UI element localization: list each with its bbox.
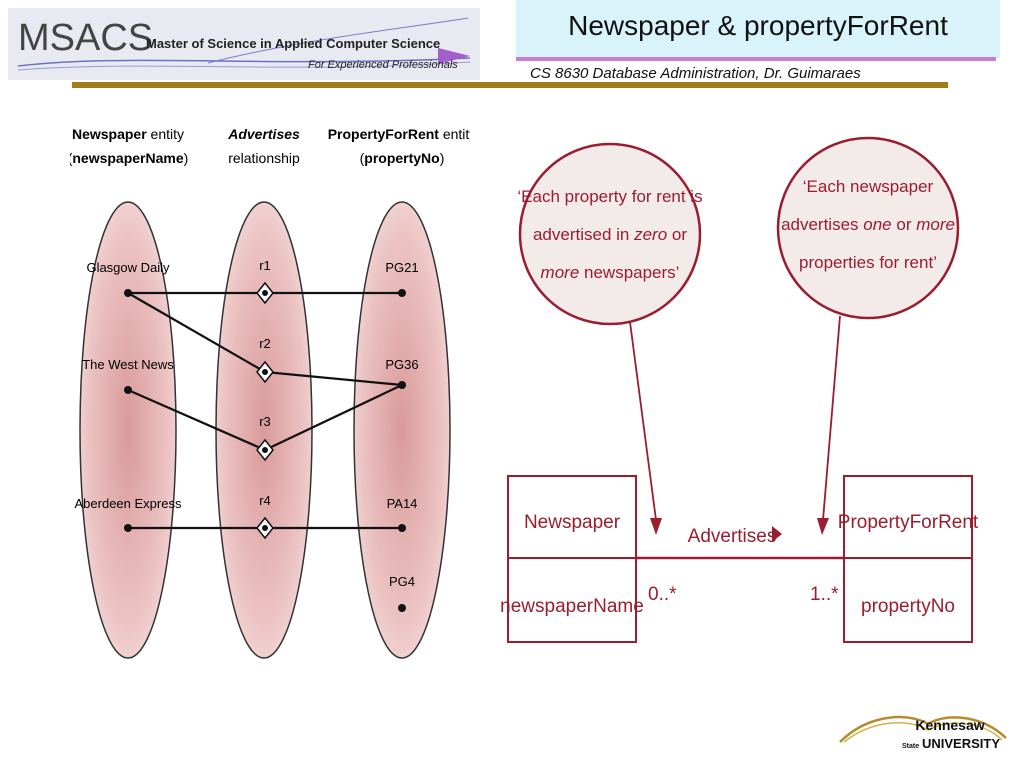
heading-newspaper-key: (newspaperName) xyxy=(70,150,188,166)
heading-advertises: Advertises xyxy=(227,126,300,142)
relationship-label: r2 xyxy=(259,336,271,351)
property-label: PG4 xyxy=(389,574,415,589)
university-logo: Kennesaw State UNIVERSITY xyxy=(839,715,1007,751)
newspaper-ellipse xyxy=(79,201,177,659)
svg-text:advertises one or more: advertises one or more xyxy=(781,215,955,234)
university-line1: Kennesaw xyxy=(915,717,984,733)
logo-letters: MSACS xyxy=(18,17,153,59)
newspaper-label: Glasgow Daily xyxy=(86,260,170,275)
class-name-propertyforrent: PropertyForRent xyxy=(838,512,979,533)
callout-left-text: ‘Each property for rent is advertised in… xyxy=(517,187,702,282)
heading-property-key: (propertyNo) xyxy=(360,150,445,166)
property-dot xyxy=(398,289,406,297)
callout-arrowhead-right xyxy=(817,518,829,535)
newspaper-dot xyxy=(124,386,132,394)
callout-circle-left xyxy=(518,142,702,326)
newspaper-label: The West News xyxy=(82,357,174,372)
course-info: CS 8630 Database Administration, Dr. Gui… xyxy=(530,65,861,82)
slide-title: Newspaper & propertyForRent xyxy=(568,10,948,41)
link-line xyxy=(127,292,266,373)
title-banner xyxy=(516,0,1000,58)
relationship-diamonds xyxy=(256,281,274,540)
callout-arrow-left xyxy=(629,321,657,521)
multiplicity-property: 1..* xyxy=(810,584,839,605)
callout-arrow-right xyxy=(822,315,841,521)
link-lines xyxy=(127,291,403,530)
gold-divider xyxy=(72,82,948,88)
msacs-logo: MSACS Master of Science in Applied Compu… xyxy=(8,8,480,80)
mountain-icon xyxy=(839,715,1007,743)
svg-text:advertised in zero or: advertised in zero or xyxy=(533,225,687,244)
multiplicity-newspaper: 0..* xyxy=(648,584,677,605)
university-line2: UNIVERSITY xyxy=(922,736,1000,751)
callout-arrowhead-left xyxy=(650,518,662,535)
heading-relationship: relationship xyxy=(228,150,300,166)
link-line xyxy=(264,384,403,451)
association-name: Advertises xyxy=(688,526,777,547)
link-line xyxy=(127,388,266,452)
property-ellipse xyxy=(353,201,451,659)
heading-newspaper: Newspaper entity xyxy=(72,126,184,142)
program-tagline: For Experienced Professionals xyxy=(308,59,458,71)
property-dot xyxy=(398,604,406,612)
attribute-propertyno: propertyNo xyxy=(861,596,955,617)
advertises-ellipse xyxy=(215,201,313,659)
relationship-label: r3 xyxy=(259,414,271,429)
association-direction-icon xyxy=(772,526,782,542)
link-line xyxy=(264,370,403,387)
program-name: Master of Science in Applied Computer Sc… xyxy=(146,36,440,51)
callout-right-text: ‘Each newspaper advertises one or more p… xyxy=(781,177,955,272)
property-dot xyxy=(398,381,406,389)
newspaper-label: Aberdeen Express xyxy=(75,496,182,511)
property-label: PG36 xyxy=(385,357,418,372)
relationship-label: r1 xyxy=(259,258,271,273)
uml-diagram: ‘Each property for rent is advertised in… xyxy=(500,136,979,643)
semantic-net-diagram: Newspaper entity (newspaperName) Adverti… xyxy=(70,126,470,659)
callout-circle-right xyxy=(776,136,960,320)
newspaper-dot xyxy=(124,289,132,297)
svg-text:‘Each property for rent is: ‘Each property for rent is xyxy=(517,187,702,206)
university-state: State xyxy=(902,743,919,750)
property-dot xyxy=(398,524,406,532)
uml-class-newspaper: Newspaper newspaperName xyxy=(500,475,644,643)
relationship-label: r4 xyxy=(259,493,271,508)
class-name-newspaper: Newspaper xyxy=(524,512,621,533)
property-label: PG21 xyxy=(385,260,418,275)
attribute-newspapername: newspaperName xyxy=(500,596,644,617)
svg-text:properties for rent’: properties for rent’ xyxy=(799,253,937,272)
title-underline xyxy=(516,57,996,61)
newspaper-dot xyxy=(124,524,132,532)
svg-text:more newspapers’: more newspapers’ xyxy=(541,263,680,282)
svg-text:‘Each newspaper: ‘Each newspaper xyxy=(803,177,934,196)
uml-class-propertyforrent: PropertyForRent propertyNo xyxy=(838,475,979,643)
property-label: PA14 xyxy=(387,496,418,511)
heading-property: PropertyForRent entity xyxy=(328,126,470,142)
